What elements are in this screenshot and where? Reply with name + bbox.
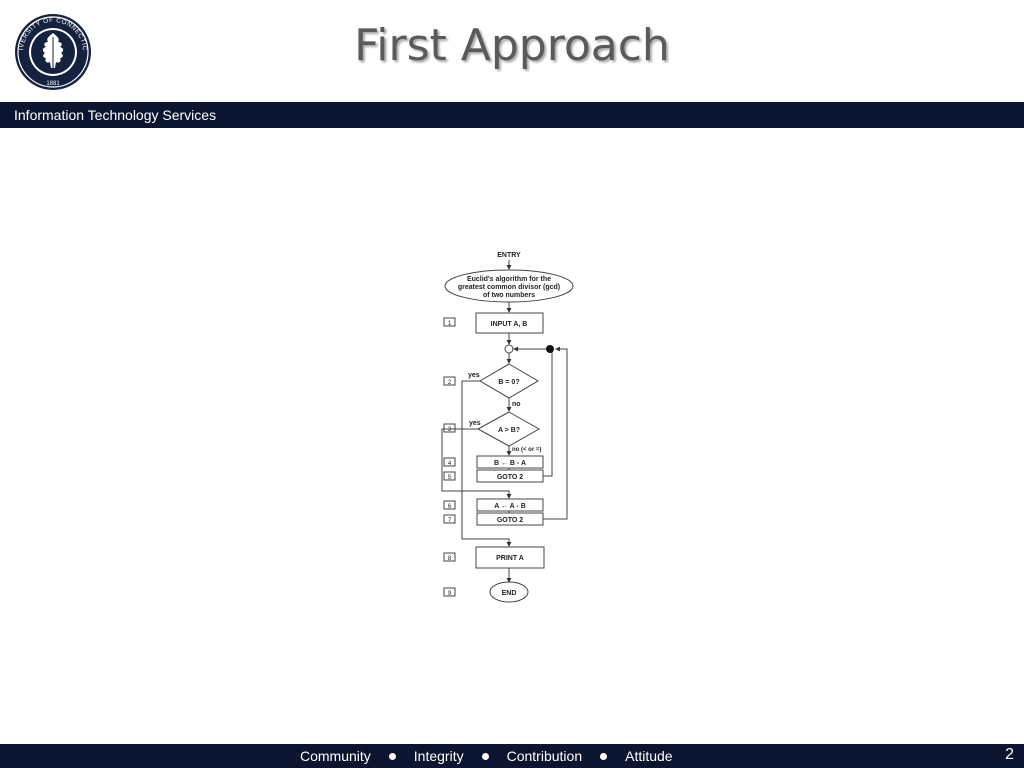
euclid-flowchart: ENTRY Euclid's algorithm for the greates… xyxy=(436,244,586,606)
seal-year: 1881 xyxy=(46,81,60,87)
yes-label-b0: yes xyxy=(468,372,480,379)
description-line-2: greatest common divisor (gcd) xyxy=(458,284,560,291)
step-6-text: A ← A - B xyxy=(494,503,526,510)
step-number-3: 3 xyxy=(448,427,452,433)
description-line-3: of two numbers xyxy=(483,292,535,299)
step-number-4: 4 xyxy=(448,461,452,467)
bullet-separator xyxy=(600,752,608,760)
values-list: Community Integrity Contribution Attitud… xyxy=(300,748,673,764)
step-4-text: B ← B - A xyxy=(494,460,526,467)
end-terminal xyxy=(489,581,529,603)
bullet-separator xyxy=(388,752,396,760)
value-integrity: Integrity xyxy=(413,748,464,764)
step-6-box xyxy=(476,498,544,512)
step-1-text: INPUT A, B xyxy=(491,321,528,328)
yes-label-ab: yes xyxy=(469,420,481,427)
oak-leaf-seal-icon: UNIVERSITY OF CONNECTICUT 1881 xyxy=(11,8,91,90)
junction-node xyxy=(504,344,514,354)
slide-title: First Approach xyxy=(354,20,670,71)
loop-junction-dot xyxy=(546,345,554,353)
step-number-9: 9 xyxy=(448,591,452,597)
no-label-b0: no xyxy=(512,401,521,408)
step-number-7: 7 xyxy=(448,518,452,524)
page-number: 2 xyxy=(1005,746,1014,763)
step-3-text: A > B? xyxy=(498,427,520,434)
org-band-label: Information Technology Services xyxy=(14,107,217,123)
bullet-separator xyxy=(481,752,489,760)
step-number-5: 5 xyxy=(448,475,452,481)
value-community: Community xyxy=(300,748,371,764)
step-number-8: 8 xyxy=(448,556,452,562)
university-seal-logo: UNIVERSITY OF CONNECTICUT 1881 xyxy=(11,8,92,91)
step-7-text: GOTO 2 xyxy=(497,517,523,524)
entry-label: ENTRY xyxy=(497,252,521,259)
step-number-6: 6 xyxy=(448,504,452,510)
step-8-text: PRINT A xyxy=(496,555,524,562)
no-label-ab: no (< or =) xyxy=(512,447,541,453)
step-8-box xyxy=(475,546,545,569)
org-band: Information Technology Services xyxy=(0,102,1024,128)
value-contribution: Contribution xyxy=(506,748,583,764)
footer-band: Community Integrity Contribution Attitud… xyxy=(0,744,1024,768)
step-4-box xyxy=(476,455,544,469)
flowchart-svg: ENTRY Euclid's algorithm for the greates… xyxy=(441,252,574,603)
step-number-1: 1 xyxy=(448,321,452,327)
value-attitude: Attitude xyxy=(625,748,673,764)
step-number-2: 2 xyxy=(448,380,452,386)
step-9-text: END xyxy=(502,590,517,597)
step-5-text: GOTO 2 xyxy=(497,474,523,481)
description-line-1: Euclid's algorithm for the xyxy=(467,276,551,283)
step-2-text: B = 0? xyxy=(498,379,519,386)
